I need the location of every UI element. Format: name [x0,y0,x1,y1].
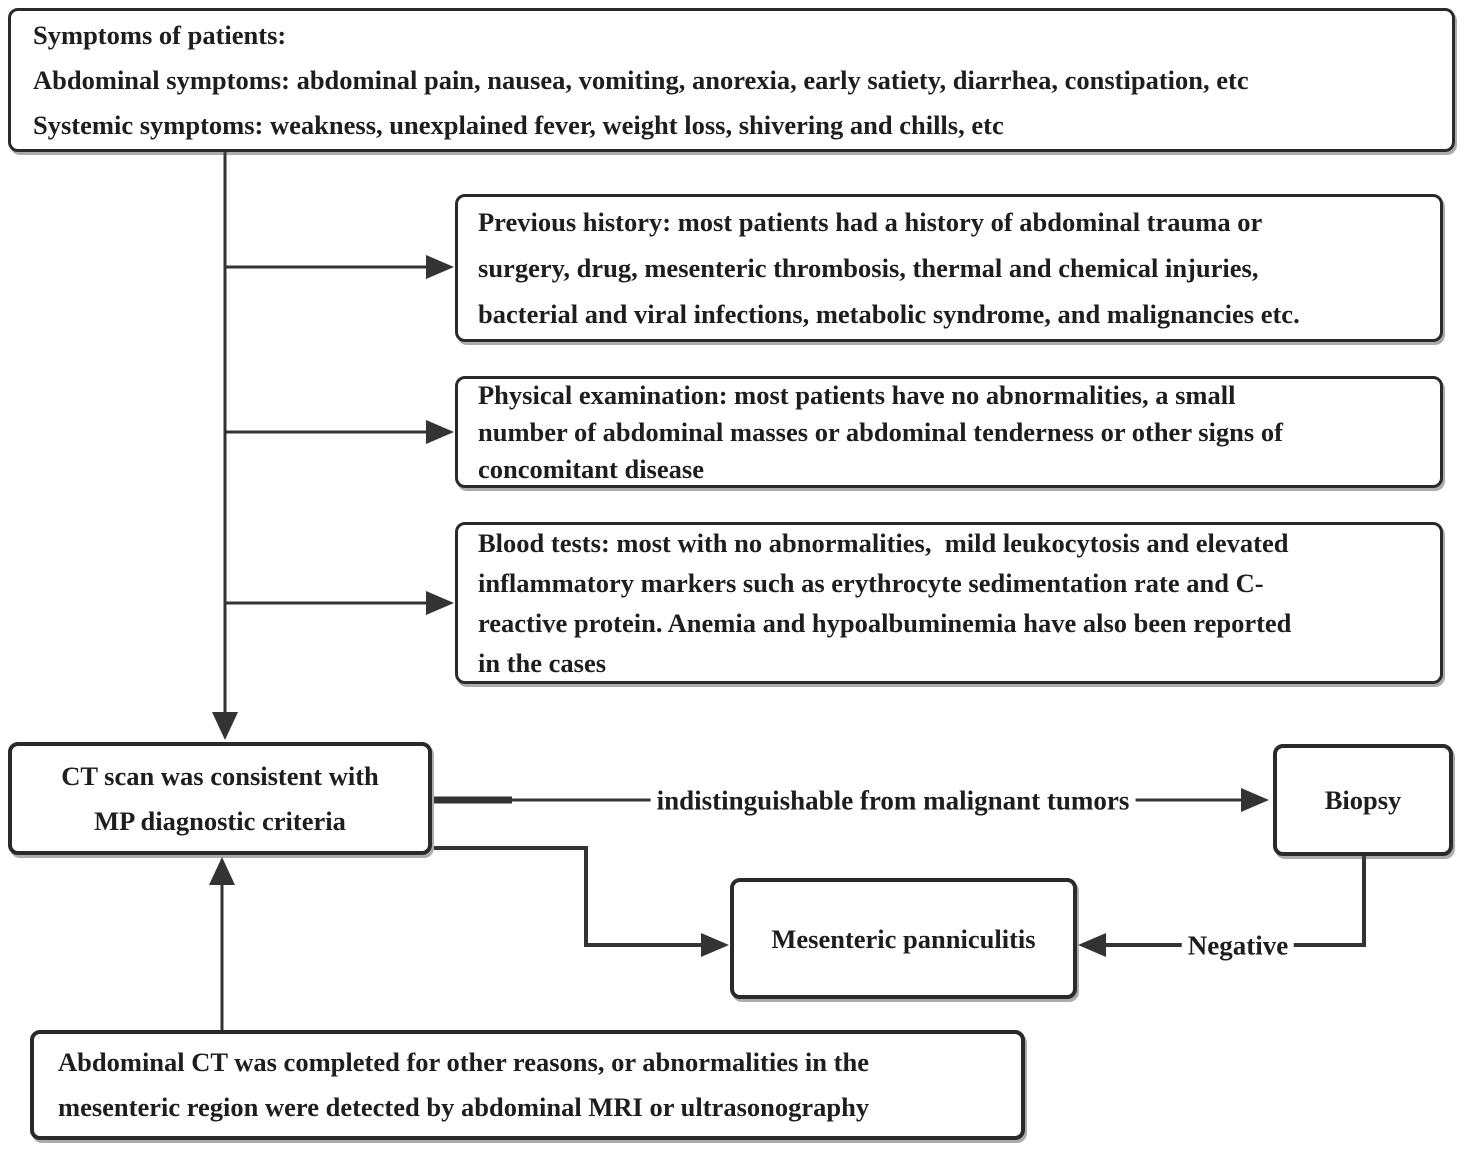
node-abdominal-ct: Abdominal CT was completed for other rea… [30,1030,1025,1140]
arrowhead-left-icon [1078,933,1106,957]
connector-to-previous-history [225,255,454,279]
node-previous-history-text: Previous history: most patients had a hi… [478,207,1300,329]
edge-label-indistinguishable: indistinguishable from malignant tumors [650,785,1136,817]
node-physical-examination: Physical examination: most patients have… [455,376,1443,488]
arrowhead-up-icon [209,857,235,885]
node-abdominal-ct-text: Abdominal CT was completed for other rea… [58,1047,870,1122]
node-symptoms-text: Symptoms of patients: Abdominal symptoms… [33,19,1249,140]
connector-to-blood-tests [225,591,454,615]
node-mesenteric-panniculitis: Mesenteric panniculitis [730,878,1077,999]
connector-ct-to-mesenteric [434,846,729,957]
arrowhead-right-icon [1241,788,1269,812]
node-symptoms-of-patients: Symptoms of patients: Abdominal symptoms… [8,8,1455,152]
node-blood-tests: Blood tests: most with no abnormalities,… [455,522,1443,684]
arrowhead-right-icon [426,255,454,279]
node-mesenteric-panniculitis-text: Mesenteric panniculitis [771,923,1036,954]
connector-symptoms-to-ct [212,152,238,740]
node-ct-scan-criteria: CT scan was consistent with MP diagnosti… [8,742,432,855]
connector-to-physical-examination [225,420,454,444]
arrowhead-right-icon [426,420,454,444]
arrowhead-right-icon [426,591,454,615]
node-biopsy: Biopsy [1273,744,1453,856]
node-biopsy-text: Biopsy [1324,785,1402,815]
node-previous-history: Previous history: most patients had a hi… [455,194,1443,342]
node-ct-scan-criteria-text: CT scan was consistent with MP diagnosti… [61,760,379,836]
arrowhead-down-icon [212,712,238,740]
connector-abdominal-ct-to-ct [209,857,235,1030]
arrowhead-right-icon [701,933,729,957]
node-blood-tests-text: Blood tests: most with no abnormalities,… [478,528,1292,678]
edge-label-negative: Negative [1181,930,1295,962]
node-physical-examination-text: Physical examination: most patients have… [478,379,1283,484]
